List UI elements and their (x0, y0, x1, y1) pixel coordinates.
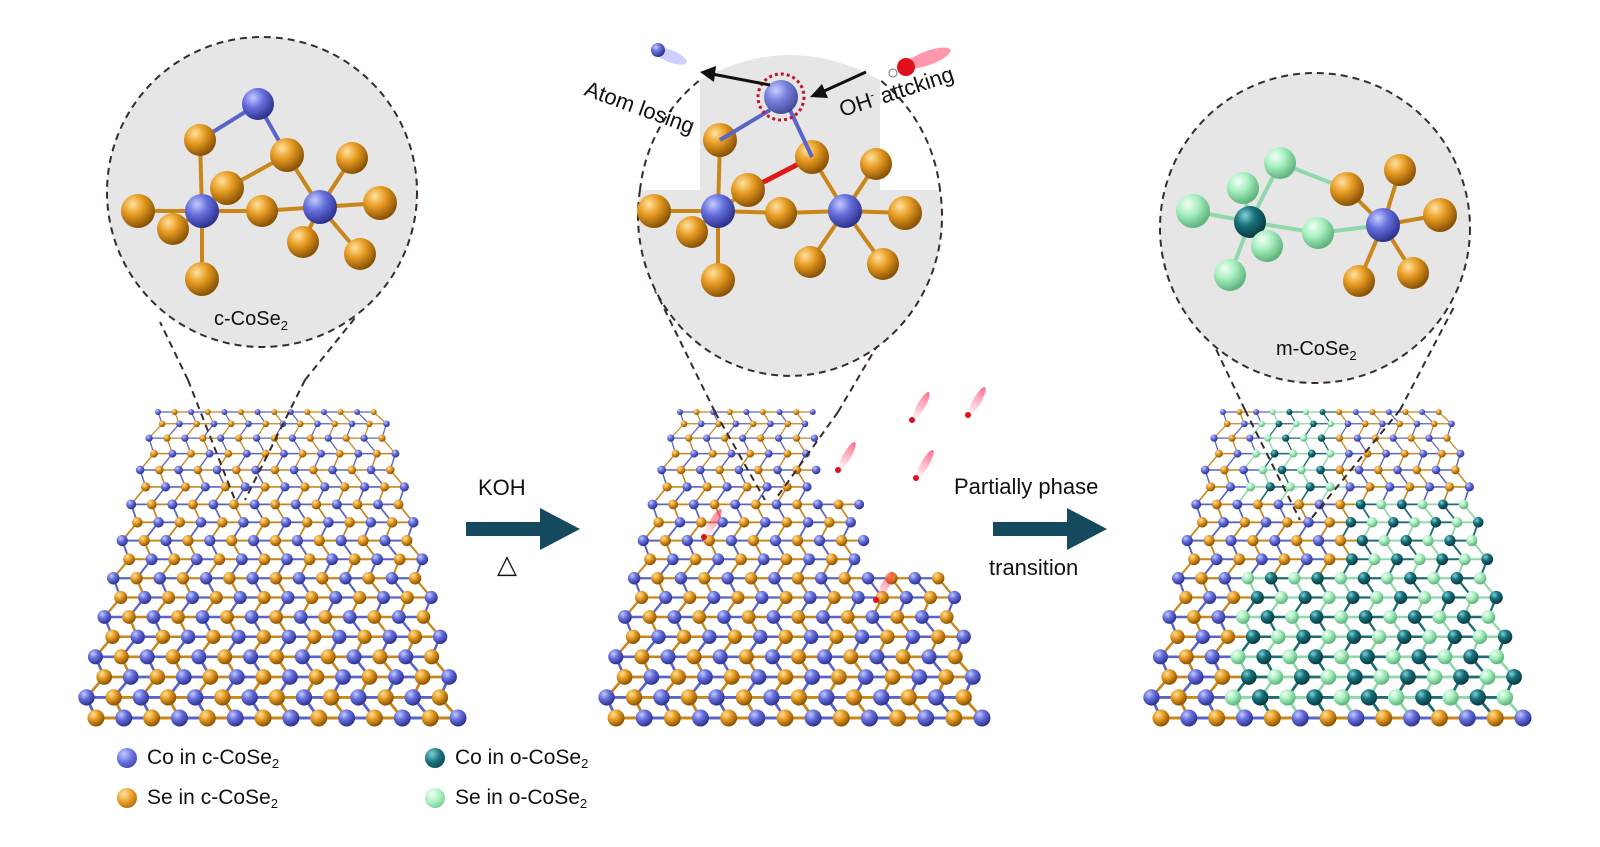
zoom-label-c-cose2: c-CoSe2 (214, 308, 288, 333)
atom-losing-indicator (651, 43, 771, 87)
zoom-circle-left (106, 36, 418, 501)
se-c-atom-icon (117, 788, 137, 808)
se-o-atom-icon (425, 788, 445, 808)
hydroxide-ions (701, 387, 986, 603)
co-o-atom-icon (425, 748, 445, 768)
co-c-atom-icon (117, 748, 137, 768)
c-cose2-lattice-sheet (78, 409, 467, 727)
zoom-circle-right (1159, 72, 1471, 521)
zoom-label-m-cose2: m-CoSe2 (1276, 338, 1357, 363)
heat-label: △ (497, 549, 517, 579)
transition-label: transition (989, 555, 1079, 580)
oh-attack-indicator (810, 47, 951, 98)
partially-phase-label: Partially phase (954, 474, 1099, 499)
m-cose2-lattice-sheet (1143, 409, 1532, 727)
phase-transition-arrow (993, 508, 1107, 550)
koh-etched-lattice-sheet (598, 409, 991, 727)
koh-heat-arrow (466, 508, 580, 550)
zoom-circle-middle (637, 55, 943, 501)
koh-label: KOH (478, 475, 526, 500)
